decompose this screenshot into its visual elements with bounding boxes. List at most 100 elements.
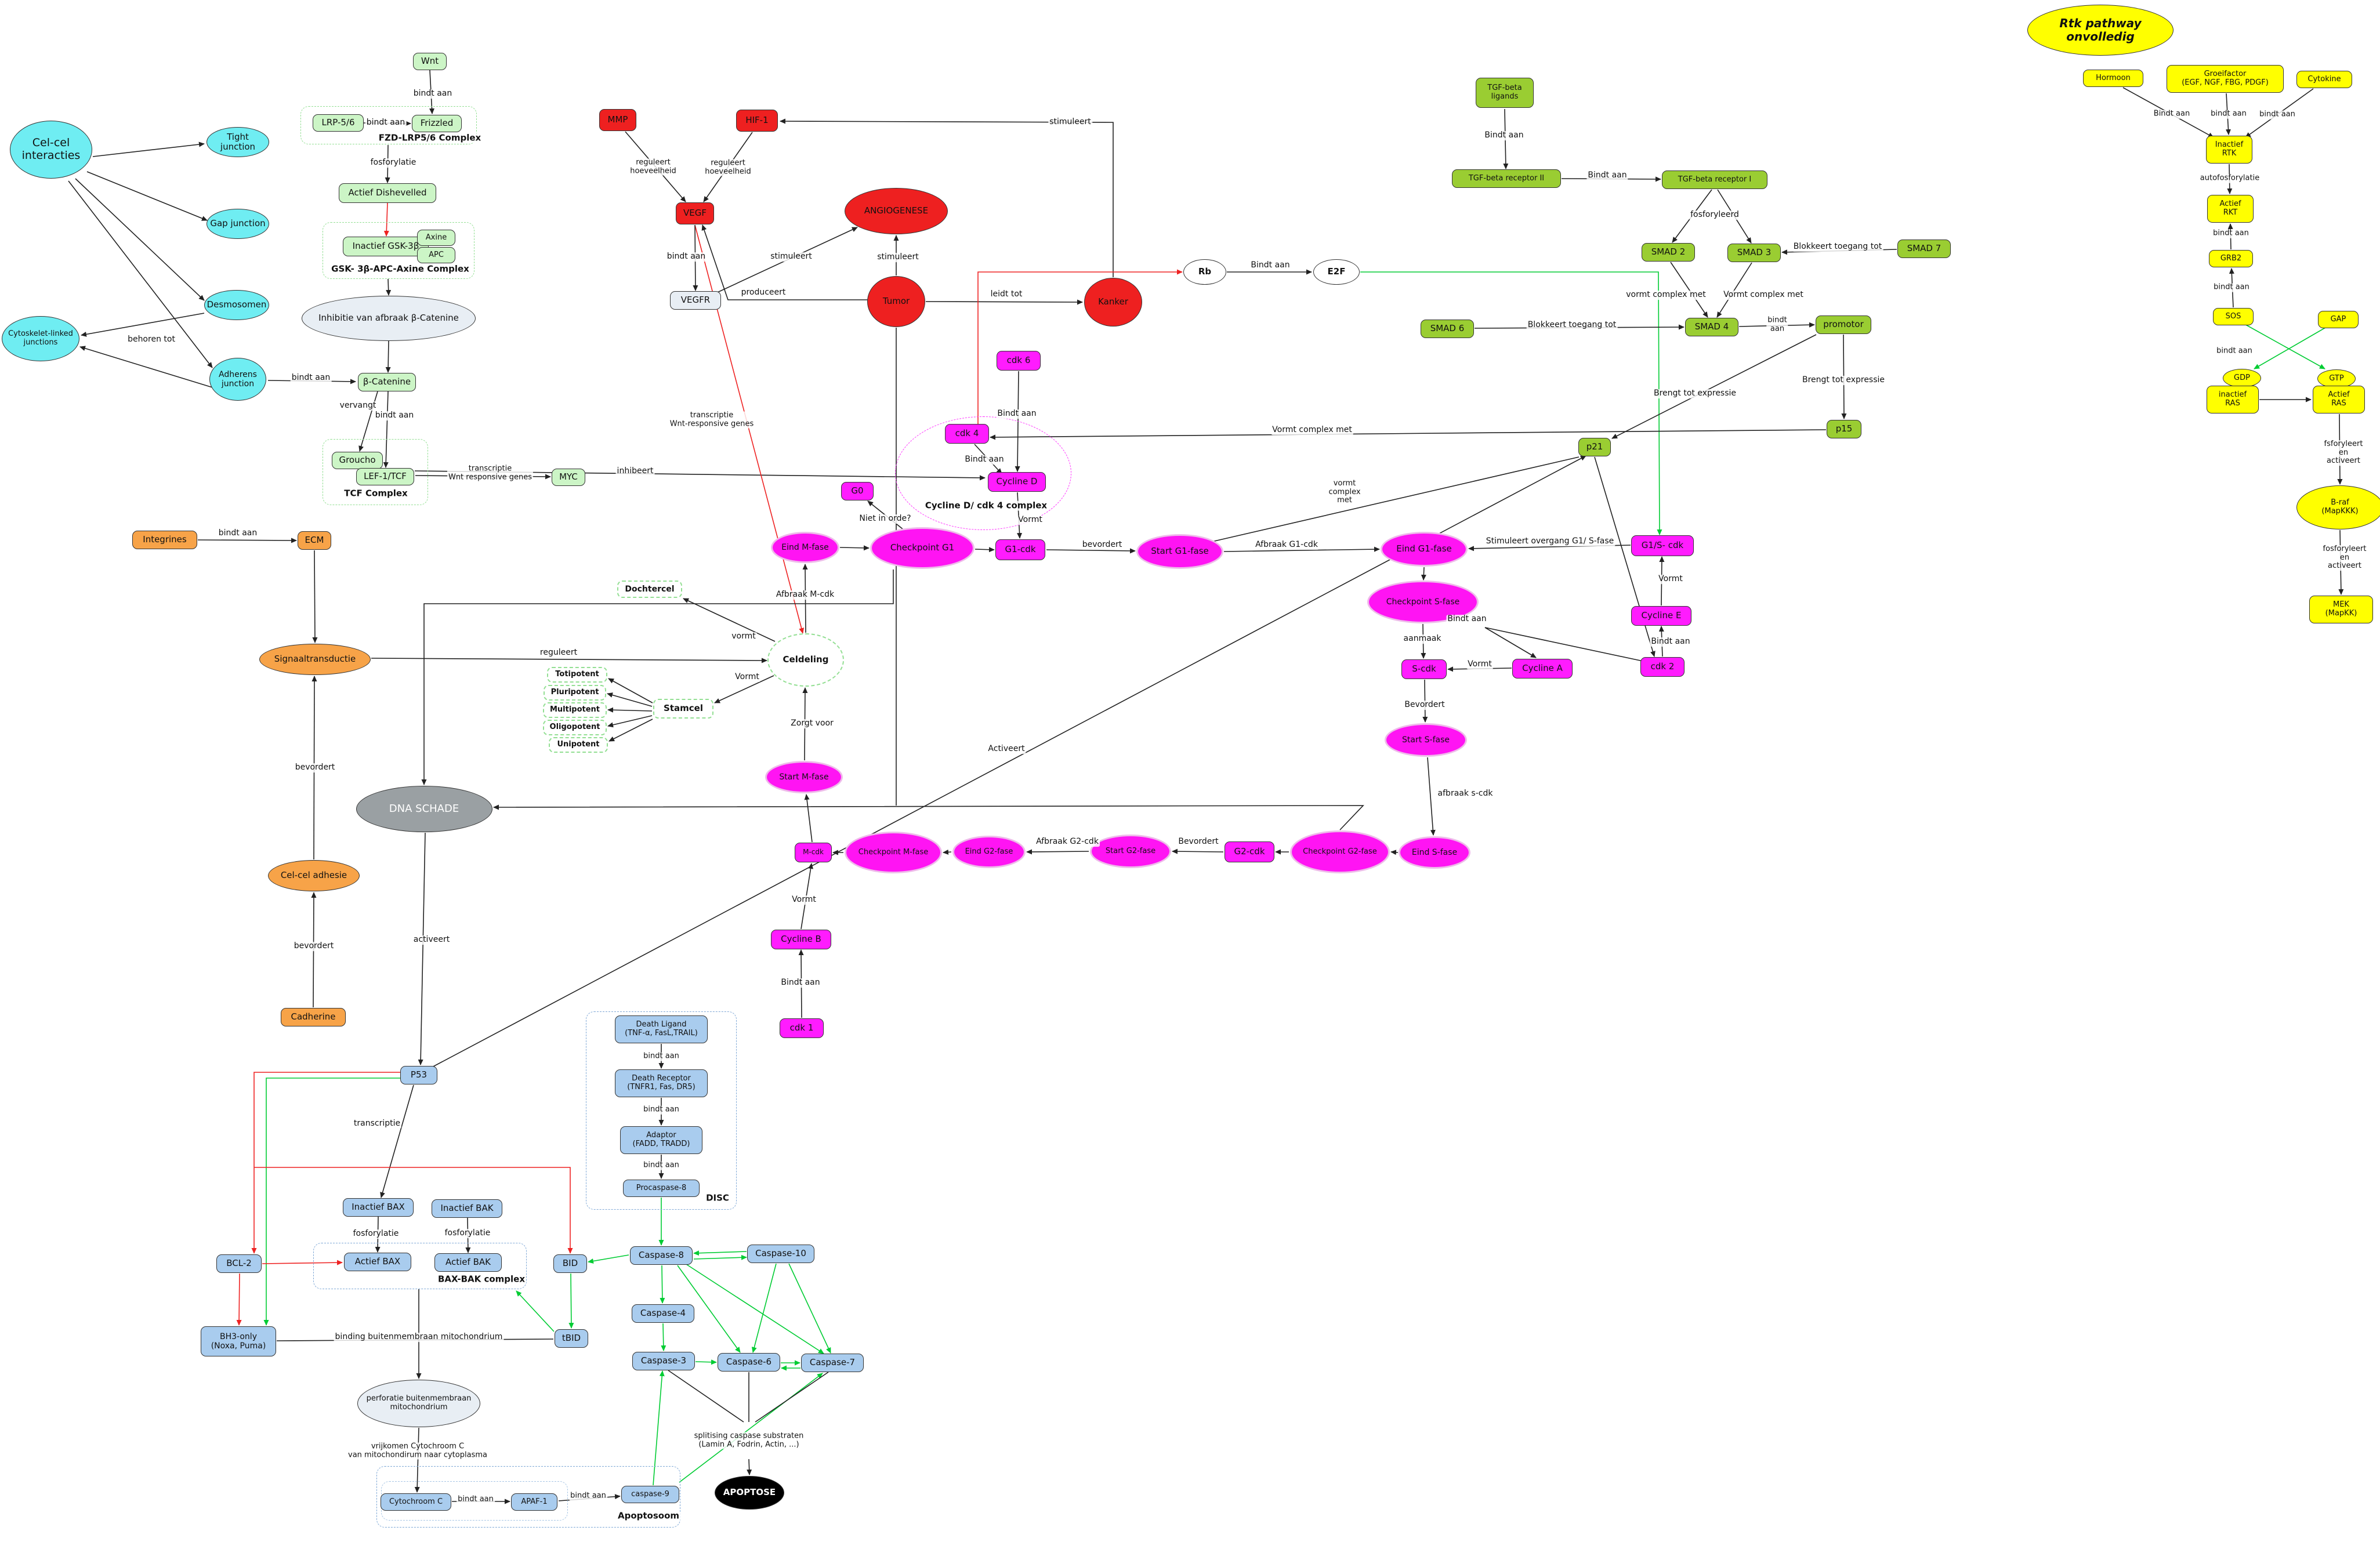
unipotent[interactable]: Unipotent	[549, 737, 608, 753]
smad-7[interactable]: SMAD 7	[1897, 240, 1951, 258]
inactief-bak[interactable]: Inactief BAK	[432, 1199, 502, 1218]
oligopotent[interactable]: Oligopotent	[543, 719, 607, 735]
rtk-title[interactable]: Rtk pathway onvolledig	[2027, 5, 2173, 56]
gap[interactable]: GAP	[2318, 311, 2359, 328]
g1-cdk[interactable]: G1-cdk	[995, 539, 1045, 560]
death-ligand[interactable]: Death Ligand (TNF-α, FasL,TRAIL)	[615, 1015, 708, 1043]
p21[interactable]: p21	[1578, 438, 1611, 456]
hormoon[interactable]: Hormoon	[2083, 70, 2143, 87]
eind-g2-fase[interactable]: Eind G2-fase	[952, 836, 1026, 868]
eind-m-fase[interactable]: Eind M-fase	[771, 532, 839, 563]
caspase-7[interactable]: Caspase-7	[801, 1354, 864, 1372]
b-raf[interactable]: B-raf (MapKKK)	[2296, 485, 2380, 529]
vegf[interactable]: VEGF	[676, 202, 714, 224]
smad-3[interactable]: SMAD 3	[1727, 244, 1781, 262]
start-g1-fase[interactable]: Start G1-fase	[1136, 534, 1223, 569]
tumor[interactable]: Tumor	[867, 276, 925, 327]
adherens-junction[interactable]: Adherens junction	[209, 358, 266, 401]
gap-junction[interactable]: Gap junction	[207, 209, 269, 239]
actief-rkt[interactable]: Actief RKT	[2207, 195, 2254, 223]
cdk-2[interactable]: cdk 2	[1640, 657, 1685, 677]
g2-cdk[interactable]: G2-cdk	[1225, 841, 1274, 862]
smad-6[interactable]: SMAD 6	[1421, 320, 1474, 338]
bid[interactable]: BID	[553, 1254, 587, 1273]
axine[interactable]: Axine	[417, 230, 455, 246]
m-cdk[interactable]: M-cdk	[795, 843, 832, 862]
sos[interactable]: SOS	[2213, 308, 2254, 325]
dna-schade[interactable]: DNA SCHADE	[356, 786, 492, 832]
dochtercel[interactable]: Dochtercel	[617, 581, 682, 598]
g1s-cdk[interactable]: G1/S- cdk	[1631, 535, 1694, 556]
eind-s-fase[interactable]: Eind S-fase	[1399, 836, 1470, 869]
ecm[interactable]: ECM	[298, 531, 331, 550]
cdk-1[interactable]: cdk 1	[780, 1018, 824, 1038]
g0[interactable]: G0	[841, 482, 874, 500]
start-g2-fase[interactable]: Start G2-fase	[1090, 835, 1171, 868]
perforatie[interactable]: perforatie buitenmembraan mitochondrium	[357, 1380, 480, 1427]
kanker[interactable]: Kanker	[1084, 278, 1142, 327]
groeifactor[interactable]: Groeifactor (EGF, NGF, FBG, PDGF)	[2167, 65, 2284, 93]
p53[interactable]: P53	[400, 1066, 437, 1084]
caspase-9[interactable]: caspase-9	[621, 1486, 679, 1503]
checkpoint-g1[interactable]: Checkpoint G1	[870, 527, 975, 569]
totipotent[interactable]: Totipotent	[547, 666, 607, 683]
actief-bak[interactable]: Actief BAK	[434, 1253, 502, 1272]
smad-2[interactable]: SMAD 2	[1642, 243, 1695, 262]
bcl-2[interactable]: BCL-2	[216, 1254, 262, 1273]
bh3-only[interactable]: BH3-only (Noxa, Puma)	[201, 1326, 276, 1356]
cel-cel-interacties[interactable]: Cel-cel interacties	[10, 121, 92, 179]
cdk-4[interactable]: cdk 4	[945, 424, 989, 444]
promotor[interactable]: promotor	[1816, 315, 1871, 334]
integrines[interactable]: Integrines	[132, 531, 197, 549]
cycline-d[interactable]: Cycline D	[988, 472, 1046, 492]
smad-4[interactable]: SMAD 4	[1685, 318, 1738, 336]
stamcel[interactable]: Stamcel	[653, 699, 713, 719]
start-m-fase[interactable]: Start M-fase	[765, 761, 843, 793]
tight-junction[interactable]: Tight junction	[207, 127, 269, 157]
eind-g1-fase[interactable]: Eind G1-fase	[1381, 532, 1468, 567]
caspase-3[interactable]: Caspase-3	[632, 1352, 695, 1370]
p15[interactable]: p15	[1827, 420, 1861, 438]
multipotent[interactable]: Multipotent	[543, 702, 607, 718]
caspase-10[interactable]: Caspase-10	[747, 1245, 814, 1263]
desmosomen[interactable]: Desmosomen	[204, 290, 269, 320]
cycline-b[interactable]: Cycline B	[771, 930, 831, 949]
cytoskelet-linked-junctions[interactable]: Cytoskelet-linked junctions	[2, 316, 79, 361]
inactief-rtk[interactable]: Inactief RTK	[2206, 136, 2252, 164]
inactief-ras[interactable]: inactief RAS	[2207, 386, 2259, 413]
e2f[interactable]: E2F	[1313, 259, 1360, 285]
tbid[interactable]: tBID	[555, 1329, 588, 1348]
caspase-4[interactable]: Caspase-4	[632, 1304, 694, 1323]
actief-dishevelled[interactable]: Actief Dishevelled	[339, 183, 436, 203]
apoptose[interactable]: APOPTOSE	[715, 1476, 784, 1510]
procaspase-8[interactable]: Procaspase-8	[623, 1180, 700, 1197]
grb2[interactable]: GRB2	[2209, 250, 2253, 267]
mek[interactable]: MEK (MapKK)	[2309, 596, 2373, 623]
tgf-beta-ligands[interactable]: TGF-beta ligands	[1476, 78, 1534, 108]
start-s-fase[interactable]: Start S-fase	[1385, 723, 1467, 757]
caspase-8[interactable]: Caspase-8	[630, 1246, 693, 1265]
cdk-6[interactable]: cdk 6	[997, 351, 1041, 371]
cycline-e[interactable]: Cycline E	[1631, 606, 1691, 626]
wnt[interactable]: Wnt	[413, 53, 447, 70]
inhibitie-afbraak[interactable]: Inhibitie van afbraak β-Catenine	[302, 296, 476, 341]
tgf-beta-receptor-2[interactable]: TGF-beta receptor II	[1452, 169, 1561, 188]
cycline-a[interactable]: Cycline A	[1512, 659, 1573, 679]
cadherine[interactable]: Cadherine	[281, 1008, 346, 1026]
inactief-bax[interactable]: Inactief BAX	[343, 1198, 414, 1217]
mmp[interactable]: MMP	[599, 109, 636, 131]
signaaltransductie[interactable]: Signaaltransductie	[259, 644, 371, 675]
hif-1[interactable]: HIF-1	[736, 110, 778, 132]
frizzled[interactable]: Frizzled	[412, 115, 462, 132]
death-receptor[interactable]: Death Receptor (TNFR1, Fas, DR5)	[615, 1069, 708, 1097]
vegfr[interactable]: VEGFR	[670, 291, 721, 310]
caspase-6[interactable]: Caspase-6	[718, 1353, 780, 1372]
checkpoint-m-fase[interactable]: Checkpoint M-fase	[845, 832, 942, 873]
cel-cel-adhesie[interactable]: Cel-cel adhesie	[268, 860, 360, 891]
actief-ras[interactable]: Actief RAS	[2313, 386, 2365, 413]
groucho[interactable]: Groucho	[332, 452, 383, 469]
cytokine[interactable]: Cytokine	[2296, 71, 2352, 88]
celdeling[interactable]: Celdeling	[767, 633, 844, 687]
lrp-5-6[interactable]: LRP-5/6	[313, 114, 364, 132]
gdp[interactable]: GDP	[2223, 369, 2261, 387]
